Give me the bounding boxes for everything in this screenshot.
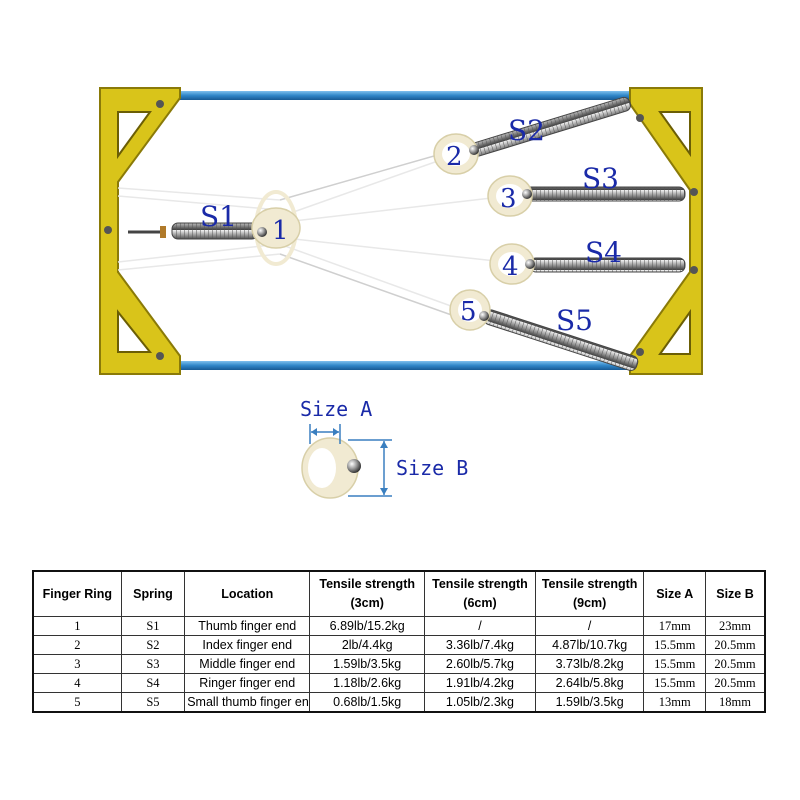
cell-tensile-6cm: 1.05lb/2.3kg — [424, 692, 536, 713]
cell-tensile-3cm: 1.18lb/2.6kg — [309, 673, 426, 693]
header-tensile-9cm-line2: (9cm) — [572, 596, 607, 610]
ring-number-2: 2 — [446, 142, 463, 172]
size-b-label: Size B — [396, 456, 468, 480]
size-a-label: Size A — [300, 397, 372, 421]
finger-ring-4: 4 — [489, 243, 535, 285]
cell-tensile-6cm: 1.91lb/4.2kg — [424, 673, 536, 693]
spring-s2 — [471, 96, 631, 157]
cell-tensile-6cm: 2.60lb/5.7kg — [424, 654, 536, 674]
spring-s1 — [128, 222, 259, 240]
header-finger-ring: Finger Ring — [32, 570, 122, 617]
table-row: 4 S4 Ringer finger end 1.18lb/2.6kg 1.91… — [32, 673, 766, 693]
finger-ring-5: 5 — [449, 289, 491, 331]
cell-spring: S3 — [120, 654, 186, 674]
header-tensile-9cm: Tensile strength (9cm) — [534, 570, 645, 617]
cell-ring: 3 — [32, 654, 122, 674]
bottom-blue-bar — [140, 361, 660, 370]
cell-ring: 5 — [32, 692, 122, 713]
cell-spring: S2 — [120, 635, 186, 655]
finger-trainer-diagram: 1 2 3 4 5 S1 S2 S3 S4 S5 — [99, 87, 703, 499]
cell-tensile-3cm: 6.89lb/15.2kg — [309, 616, 426, 636]
cell-tensile-9cm: 1.59lb/3.5kg — [534, 692, 645, 713]
header-tensile-6cm-line2: (6cm) — [463, 596, 497, 610]
cell-size-b: 20.5mm — [704, 635, 766, 655]
table-row: 2 S2 Index finger end 2lb/4.4kg 3.36lb/7… — [32, 635, 766, 655]
cell-size-a: 15.5mm — [643, 673, 706, 693]
cell-location: Small thumb finger end — [184, 692, 311, 713]
header-location: Location — [184, 570, 311, 617]
ring-number-3: 3 — [500, 184, 517, 214]
table-row: 1 S1 Thumb finger end 6.89lb/15.2kg / / … — [32, 616, 766, 636]
cell-size-b: 20.5mm — [704, 654, 766, 674]
table-header-row: Finger Ring Spring Location Tensile stre… — [32, 570, 766, 617]
cell-location: Thumb finger end — [184, 616, 311, 636]
top-blue-bar — [140, 91, 660, 100]
cell-ring: 4 — [32, 673, 122, 693]
header-tensile-3cm-line2: (3cm) — [350, 596, 384, 610]
table-row: 3 S3 Middle finger end 1.59lb/3.5kg 2.60… — [32, 654, 766, 674]
spring-label-s5: S5 — [556, 304, 593, 337]
cell-size-b: 23mm — [704, 616, 766, 636]
finger-ring-2: 2 — [433, 133, 479, 175]
cell-size-a: 15.5mm — [643, 635, 706, 655]
cell-tensile-3cm: 1.59lb/3.5kg — [309, 654, 426, 674]
ring-number-1: 1 — [272, 216, 289, 246]
cell-tensile-3cm: 0.68lb/1.5kg — [309, 692, 426, 713]
cell-tensile-9cm: 2.64lb/5.8kg — [534, 673, 645, 693]
cell-location: Middle finger end — [184, 654, 311, 674]
header-tensile-6cm-line1: Tensile strength — [432, 577, 528, 591]
cell-spring: S4 — [120, 673, 186, 693]
header-spring: Spring — [120, 570, 186, 617]
cell-tensile-6cm: 3.36lb/7.4kg — [424, 635, 536, 655]
strings — [117, 149, 506, 319]
cell-size-a: 15.5mm — [643, 654, 706, 674]
left-frame — [99, 87, 181, 375]
table-row: 5 S5 Small thumb finger end 0.68lb/1.5kg… — [32, 692, 766, 713]
header-size-a: Size A — [643, 570, 706, 617]
finger-ring-1: 1 — [251, 190, 301, 266]
cell-ring: 2 — [32, 635, 122, 655]
header-tensile-3cm-line1: Tensile strength — [319, 577, 415, 591]
cell-location: Index finger end — [184, 635, 311, 655]
cell-size-b: 18mm — [704, 692, 766, 713]
right-frame — [629, 87, 703, 375]
cell-tensile-6cm: / — [424, 616, 536, 636]
cell-location: Ringer finger end — [184, 673, 311, 693]
size-illustration — [301, 424, 392, 499]
header-size-b: Size B — [704, 570, 766, 617]
cell-ring: 1 — [32, 616, 122, 636]
cell-tensile-9cm: 3.73lb/8.2kg — [534, 654, 645, 674]
spring-label-s1: S1 — [200, 200, 237, 233]
header-tensile-9cm-line1: Tensile strength — [541, 577, 638, 591]
cell-tensile-9cm: / — [534, 616, 645, 636]
cell-spring: S1 — [120, 616, 186, 636]
finger-ring-3: 3 — [487, 175, 533, 217]
spring-label-s3: S3 — [582, 162, 619, 195]
header-tensile-3cm: Tensile strength (3cm) — [309, 570, 426, 617]
spring-label-s4: S4 — [585, 236, 622, 269]
cell-tensile-3cm: 2lb/4.4kg — [309, 635, 426, 655]
cell-size-b: 20.5mm — [704, 673, 766, 693]
cell-tensile-9cm: 4.87lb/10.7kg — [534, 635, 645, 655]
cell-size-a: 17mm — [643, 616, 706, 636]
cell-spring: S5 — [120, 692, 186, 713]
spring-label-s2: S2 — [508, 114, 545, 147]
cell-size-a: 13mm — [643, 692, 706, 713]
ring-number-4: 4 — [502, 252, 519, 282]
ring-number-5: 5 — [460, 297, 477, 327]
spec-table: Finger Ring Spring Location Tensile stre… — [32, 570, 766, 713]
header-tensile-6cm: Tensile strength (6cm) — [424, 570, 536, 617]
